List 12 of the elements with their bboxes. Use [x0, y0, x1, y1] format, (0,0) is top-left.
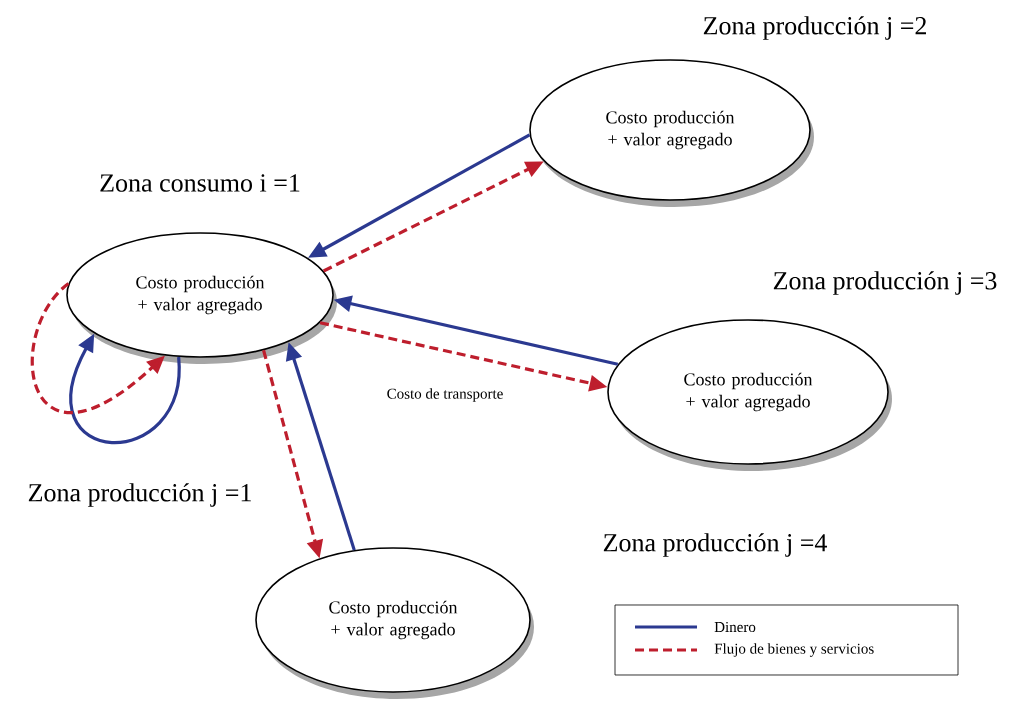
ellipse-node: Costo producción + valor agregado: [66, 232, 337, 364]
text-label: Costo de transporte: [387, 388, 503, 402]
ellipse-node: Costo producción + valor agregado: [255, 547, 534, 699]
text-label: Zona producción j =1: [28, 483, 251, 507]
legend-text: Flujo de bienes y servicios: [714, 643, 874, 657]
zone-heading: Zona consumo i =1: [100, 174, 300, 192]
legend-text: Dinero: [714, 621, 756, 633]
zone-heading: Zona producción j =2: [703, 16, 926, 40]
zone-heading: Zona producción j =4: [603, 533, 827, 557]
zone-heading: Zona producción j =3: [773, 271, 997, 295]
ellipse-node: Costo producción + valor agregado: [607, 319, 892, 471]
ellipse-node: Costo producción + valor agregado: [529, 59, 814, 207]
